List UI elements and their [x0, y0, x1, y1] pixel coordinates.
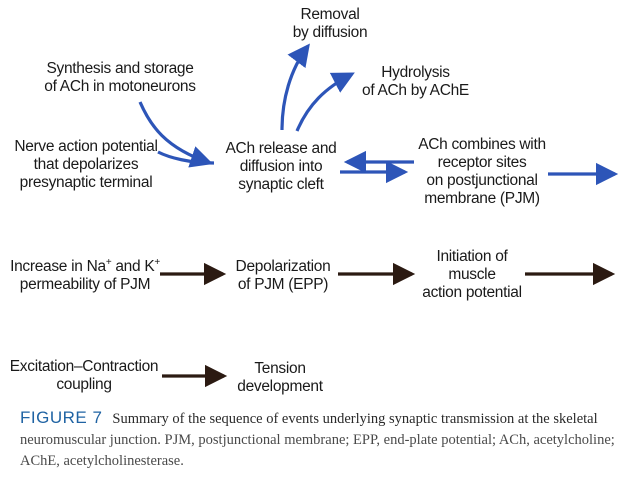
node-combines-line1: ACh combines with: [418, 136, 546, 153]
node-permeability-line1: Increase in Na+ and K+: [10, 254, 160, 276]
node-synthesis-line2: of ACh in motoneurons: [44, 78, 196, 95]
arrow-release-to-hydrolysis: [295, 72, 355, 132]
node-release-line3: synaptic cleft: [238, 176, 324, 193]
node-initiation: Initiation of muscle action potential: [416, 248, 528, 302]
caption-line2: neuromuscular junction. PJM, postjunctio…: [20, 432, 615, 448]
node-removal-line1: Removal: [300, 6, 360, 23]
permeability-text-na: Increase in Na: [10, 258, 106, 276]
node-initiation-line3: action potential: [422, 284, 522, 301]
node-hydrolysis-line1: Hydrolysis: [381, 64, 450, 81]
node-initiation-line1: Initiation of: [436, 248, 508, 265]
node-permeability: Increase in Na+ and K+ permeability of P…: [10, 254, 160, 294]
caption-line1-text: Summary of the sequence of events underl…: [112, 411, 598, 427]
node-release-line1: ACh release and: [225, 140, 337, 157]
node-permeability-line2: permeability of PJM: [19, 276, 151, 294]
node-combines: ACh combines with receptor sites on post…: [414, 136, 550, 208]
caption-line3: AChE, acetylcholinesterase.: [20, 453, 184, 469]
permeability-sup-k: +: [154, 257, 160, 268]
figure-label: FIGURE 7: [20, 408, 103, 427]
node-tension-line2: development: [237, 378, 323, 395]
node-hydrolysis-line2: of ACh by AChE: [362, 82, 469, 99]
node-nerve-line2: that depolarizes: [33, 156, 139, 173]
figure-caption: FIGURE 7 Summary of the sequence of event…: [20, 407, 626, 472]
node-depolarization-line1: Depolarization: [235, 258, 331, 275]
node-synthesis: Synthesis and storage of ACh in motoneur…: [40, 60, 200, 96]
node-combines-line3: on postjunctional: [426, 172, 538, 189]
arrow-nerve-to-release: [157, 150, 215, 165]
node-depolarization: Depolarization of PJM (EPP): [228, 258, 338, 294]
node-synthesis-line1: Synthesis and storage: [46, 60, 194, 77]
node-release-line2: diffusion into: [239, 158, 323, 175]
node-removal-line2: by diffusion: [292, 24, 368, 41]
node-initiation-line2: muscle: [448, 266, 496, 283]
permeability-sup-na: +: [105, 257, 112, 268]
node-excitation-line2: coupling: [56, 376, 112, 393]
node-hydrolysis: Hydrolysis of ACh by AChE: [358, 64, 473, 100]
permeability-text-k: and K: [111, 258, 155, 276]
node-depolarization-line2: of PJM (EPP): [237, 276, 329, 293]
node-removal: Removal by diffusion: [285, 6, 375, 42]
node-nerve-line1: Nerve action potential: [14, 138, 158, 155]
node-combines-line4: membrane (PJM): [424, 190, 540, 207]
node-nerve-line3: presynaptic terminal: [19, 174, 153, 191]
node-tension-line1: Tension: [254, 360, 306, 377]
caption-line1: FIGURE 7 Summary of the sequence of event…: [20, 407, 626, 430]
node-tension: Tension development: [228, 360, 332, 396]
node-nerve: Nerve action potential that depolarizes …: [12, 138, 160, 192]
arrow-synthesis-to-release: [138, 101, 214, 168]
node-combines-line2: receptor sites: [437, 154, 527, 171]
node-excitation: Excitation–Contraction coupling: [8, 358, 160, 394]
node-excitation-line1: Excitation–Contraction: [9, 358, 159, 375]
arrow-release-to-removal: [280, 43, 310, 131]
node-release: ACh release and diffusion into synaptic …: [222, 140, 340, 194]
